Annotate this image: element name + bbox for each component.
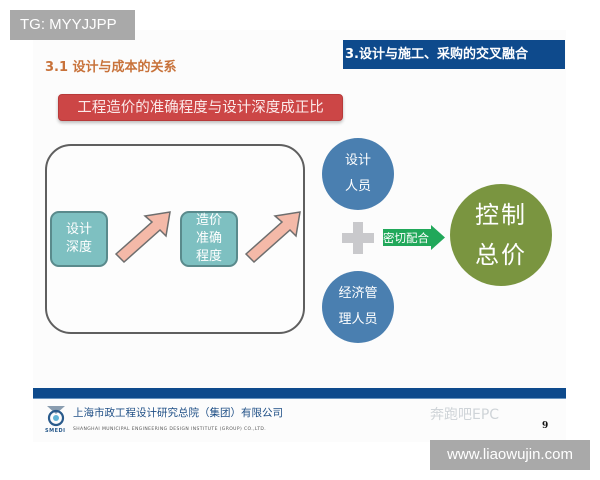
right-arrow-icon [383, 225, 445, 250]
page-number: 9 [542, 421, 549, 431]
logo-text: SMEDI [45, 428, 66, 434]
up-right-arrow-icon [244, 211, 301, 264]
up-right-arrow-icon [114, 211, 171, 264]
cost-accuracy-box: 造价 准确 程度 [180, 211, 238, 267]
watermark-tag: TG: MYYJJPP [10, 10, 135, 40]
circle-label: 总价 [475, 241, 527, 269]
box-label: 设计 [65, 222, 92, 237]
designers-circle: 设计 人员 [322, 138, 394, 210]
plus-icon-vertical [353, 222, 363, 254]
design-depth-box: 设计 深度 [50, 211, 108, 267]
box-label: 造价 [195, 213, 222, 228]
control-total-price-circle: 控制 总价 [450, 184, 552, 286]
wechat-watermark: 奔跑吧EPC [430, 407, 500, 423]
box-label: 深度 [65, 240, 92, 255]
footer-bar [33, 388, 566, 399]
box-label: 程度 [195, 249, 222, 264]
circle-label: 经济管 [338, 286, 378, 301]
circle-label: 理人员 [338, 312, 378, 327]
watermark-url: www.liaowujin.com [430, 440, 590, 470]
company-logo-icon [47, 406, 65, 427]
econ-managers-circle: 经济管 理人员 [322, 271, 394, 343]
key-statement-banner: 工程造价的准确程度与设计深度成正比 [58, 94, 343, 121]
circle-label: 设计 [344, 153, 371, 168]
box-label: 准确 [195, 231, 222, 246]
circle-label: 控制 [475, 201, 527, 229]
circle-label: 人员 [344, 179, 371, 194]
company-name-en: SHANGHAI MUNICIPAL ENGINEERING DESIGN IN… [73, 427, 267, 432]
section-banner: 3.设计与施工、采购的交叉融合 [343, 40, 565, 69]
cooperation-label: 密切配合 [383, 231, 429, 245]
company-name-cn: 上海市政工程设计研究总院（集团）有限公司 [73, 407, 283, 419]
section-title: 3.1 设计与成本的关系 [45, 60, 177, 75]
